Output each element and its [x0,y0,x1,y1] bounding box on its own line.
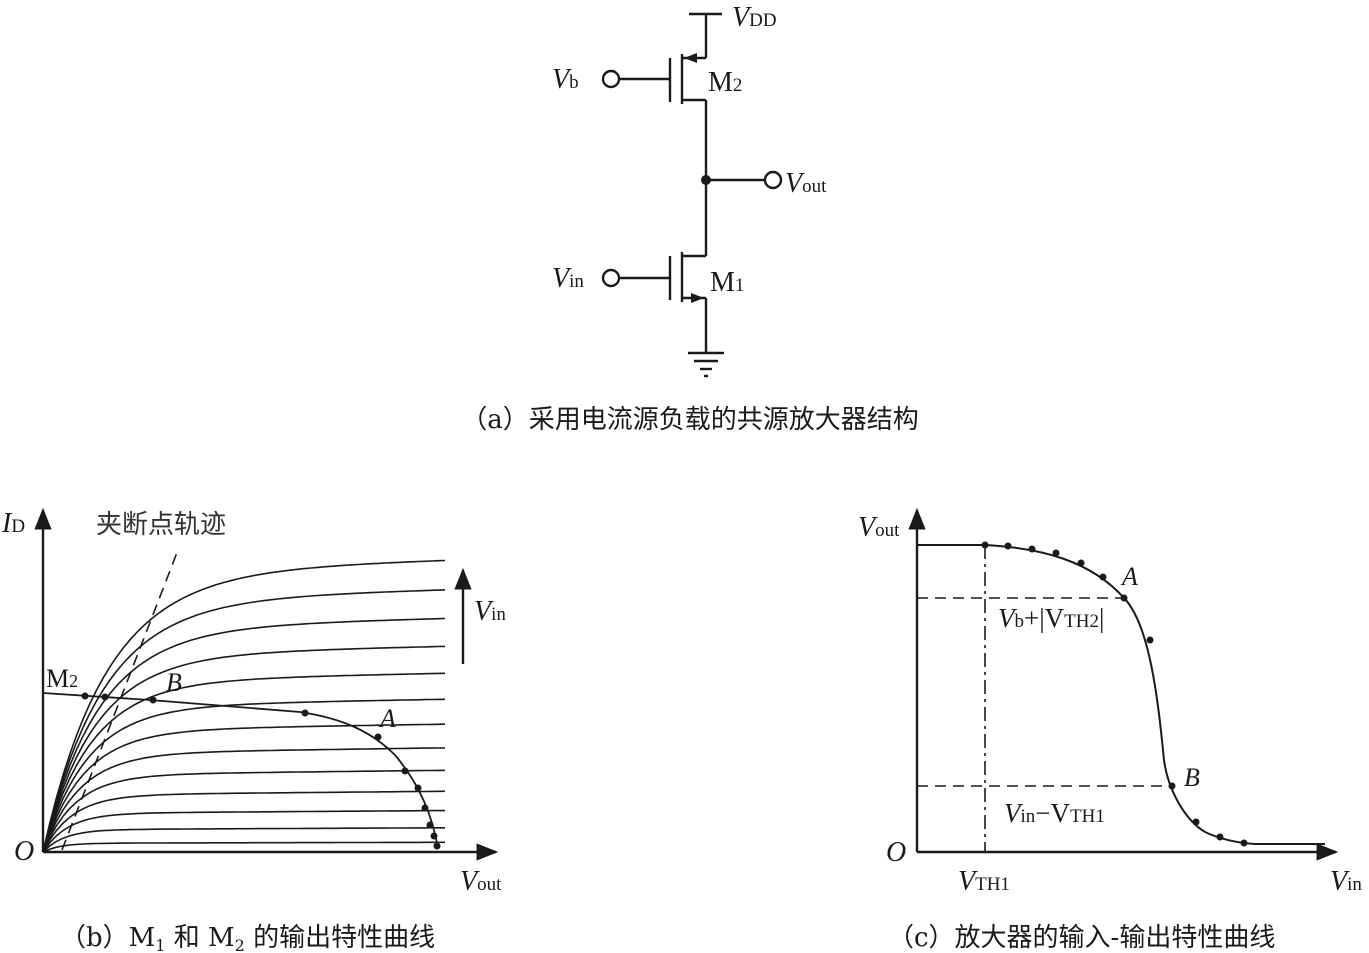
m1-label: M1 [710,267,744,298]
id-curve-8 [42,698,446,853]
operating-point-1 [81,692,89,700]
vin-terminal [601,268,621,288]
point-b-label: B [166,668,182,697]
plot-c-ylabel: Vout [858,512,900,543]
id-curve-10 [42,645,446,853]
plot-c-origin: O [886,837,906,868]
id-curve-3 [42,809,445,853]
point-a-dot [1120,594,1128,602]
operating-point-9 [426,821,434,829]
operating-point-11 [433,842,441,850]
vin-arrow-label: Vin [474,596,506,627]
caption-b: （b）M1 和 M2 的输出特性曲线 [60,923,435,953]
operating-point-5 [374,733,382,741]
level-lo-label: Vin−VTH1 [1004,798,1105,828]
level-hi-label: Vb+|VTH2| [998,603,1104,633]
id-curve-5 [42,769,446,853]
id-curve-4 [42,790,445,853]
m2-label: M2 [708,67,742,98]
vdd-label: VDD [732,2,777,33]
vout-terminal [763,170,783,190]
operating-point-6 [401,767,409,775]
plot-c-point-a-label: A [1120,562,1138,591]
m2-arrow-icon [684,53,697,63]
plot-c: Vout O VTH1 Vin Vb+|VTH2| Vin−VTH1 A B [858,507,1362,897]
id-curve-1 [42,841,445,853]
transistor-m1: M1 [601,180,744,352]
id-curve-7 [42,723,446,853]
id-curve-13 [42,559,446,853]
vb-label: Vb [552,64,579,95]
caption-c: （c）放大器的输入-输出特性曲线 [888,923,1275,953]
point-b-dot [1168,782,1176,790]
m2-curve-label: M2 [46,664,78,693]
plot-b-xlabel: Vout [460,866,502,897]
plot-c-points [981,541,1248,847]
plot-b: ID O Vout 夹断点轨迹 Vin M2 B A [1,507,506,897]
transfer-curve [917,544,1325,845]
pinch-off-label: 夹断点轨迹 [96,510,226,540]
vout-label: Vout [785,168,827,199]
id-curve-6 [42,747,446,853]
vth1-label: VTH1 [958,866,1010,897]
plot-b-ylabel: ID [1,508,25,539]
plot-b-operating-points [81,692,441,850]
id-curve-12 [42,589,446,853]
plot-c-point-b-label: B [1184,763,1200,792]
plot-b-curves [42,559,446,853]
ground-icon [688,351,724,378]
operating-point-3 [149,696,157,704]
operating-point-2 [101,693,109,701]
caption-a: （a）采用电流源负载的共源放大器结构 [461,405,919,435]
m2-load-curve [42,692,439,849]
circuit-schematic: VDD M2 Vb Vout [552,2,827,378]
id-curve-9 [42,672,446,853]
operating-point-8 [421,804,429,812]
vin-label: Vin [552,263,584,294]
vb-terminal [601,69,621,89]
operating-point-7 [414,784,422,792]
plot-b-origin: O [14,836,34,867]
plot-c-xlabel: Vin [1330,866,1362,897]
id-curve-11 [42,617,446,853]
m1-arrow-icon [691,293,704,303]
id-curve-2 [42,827,445,853]
point-a-label: A [378,704,396,733]
transistor-m2: M2 [601,53,742,180]
operating-point-4 [301,709,309,717]
operating-point-10 [430,832,438,840]
